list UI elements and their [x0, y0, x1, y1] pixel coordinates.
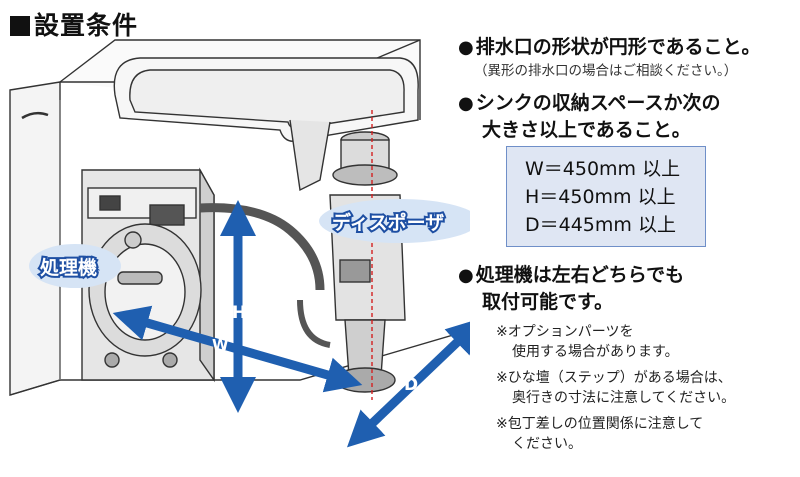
note-1-line1: ※オプションパーツを [496, 324, 634, 340]
note-2-line2: 奥行きの寸法に注意してください。 [512, 390, 736, 406]
w-arrow [112, 305, 363, 393]
size-spec-box: W＝450mm 以上 H＝450mm 以上 D＝445mm 以上 [506, 146, 706, 247]
condition-3-line2: 取付可能です。 [482, 291, 614, 313]
processor-bubble [29, 244, 121, 288]
sink [113, 57, 419, 192]
spec-width: W＝450mm 以上 [525, 158, 681, 180]
w-label: W [212, 336, 229, 354]
note-3-line2: ください。 [512, 436, 582, 452]
processor-label: 処理機 [40, 256, 97, 279]
condition-2-line1: ●シンクの収納スペースか次の [458, 92, 721, 114]
title-square-icon [10, 16, 30, 36]
disposer-label: ディスポーザ [332, 211, 444, 234]
d-label: D [404, 375, 418, 395]
note-3-line1: ※包丁差しの位置関係に注意して [496, 416, 704, 432]
title-text: 設置条件 [34, 11, 139, 40]
hoses [199, 203, 331, 348]
spec-depth: D＝445mm 以上 [525, 214, 676, 236]
note-2-line1: ※ひな壇（ステップ）がある場合は、 [496, 370, 732, 386]
condition-2-line2: 大きさ以上であること。 [482, 119, 691, 141]
condition-1: ●排水口の形状が円形であること。 [458, 36, 761, 58]
installation-illustration: H W D 処理機 ディスポーザ [9, 39, 470, 448]
note-1-line2: 使用する場合があります。 [512, 344, 679, 360]
h-label: H [232, 303, 246, 323]
disposer-bubble [319, 199, 470, 243]
page-title: 設置条件 [10, 6, 138, 42]
condition-3-line1: ●処理機は左右どちらでも [458, 264, 685, 286]
spec-height: H＝450mm 以上 [525, 186, 676, 208]
condition-1-note: （異形の排水口の場合はご相談ください。） [474, 63, 738, 79]
dimension-arrows [112, 200, 470, 448]
d-arrow [346, 317, 470, 448]
